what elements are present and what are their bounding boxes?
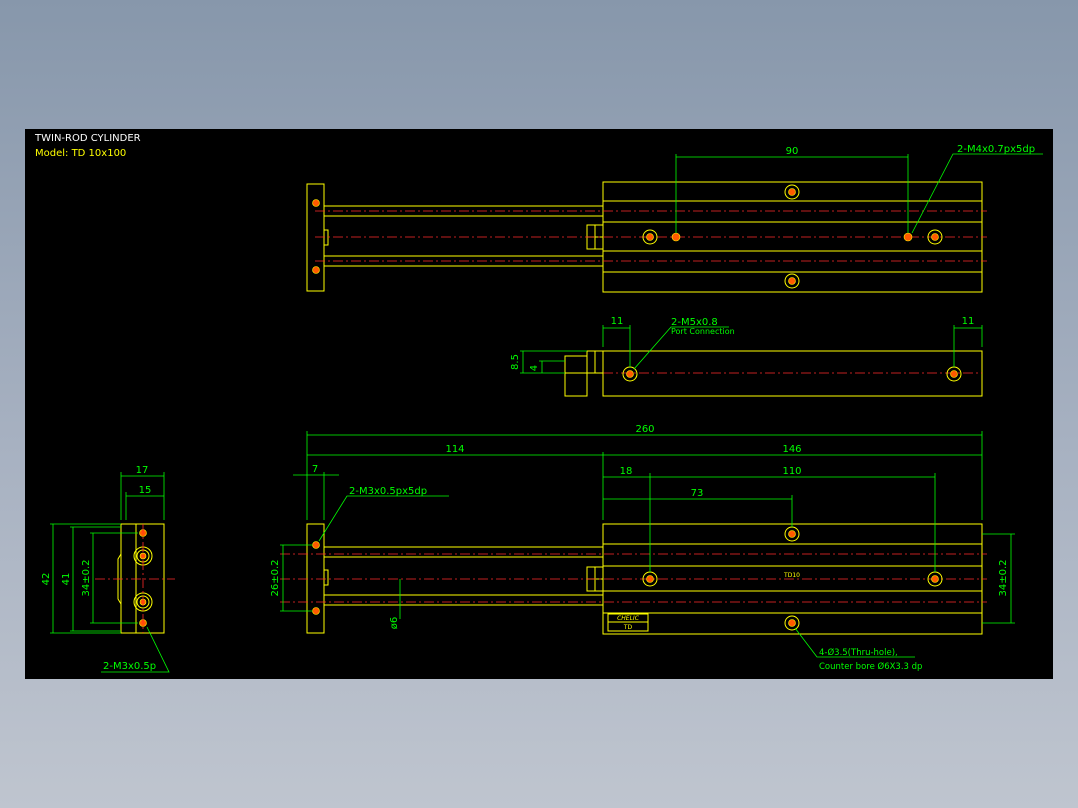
note-top-holes: 2-M4x0.7px5dp: [957, 144, 1035, 155]
side-end-plate: [564, 355, 588, 397]
side-cylinder-body: [602, 350, 983, 397]
dim-hole-pitch: 90: [786, 146, 799, 157]
note-port: 2-M5x0.8: [671, 317, 718, 328]
dim-center-hole: 73: [691, 488, 704, 499]
dim-first-hole: 18: [620, 466, 633, 477]
body-mark: TD10: [783, 572, 800, 579]
dim-side-height: 8.5: [510, 354, 521, 370]
end-view-body: [120, 523, 165, 634]
end-view: 17 15 42 41 34±0.2 2-M3x0.5p: [41, 465, 175, 673]
side-view: 11 11 2-M5x0.8 Port Connection 8.5 4: [510, 316, 983, 397]
dim-end-width-inner: 15: [139, 485, 152, 496]
dim-end-height-outer: 42: [41, 573, 52, 586]
model-label: Model: TD 10x100: [35, 148, 126, 159]
dim-end-height-inner: 41: [61, 573, 72, 586]
dim-side-left: 11: [611, 316, 624, 327]
note-mount-holes: 4-Ø3.5(Thru-hole),: [819, 647, 898, 658]
top-view: 90 2-M4x0.7px5dp: [306, 144, 1043, 293]
front-end-plate: [306, 523, 325, 634]
top-plate-boss: [323, 229, 329, 246]
note-port-sub: Port Connection: [671, 327, 735, 336]
dim-plate: 7: [312, 464, 318, 475]
dim-hole-span: 110: [782, 466, 801, 477]
dim-rod-pitch: 26±0.2: [270, 559, 281, 596]
note-end-holes: 2-M3x0.5p: [103, 661, 156, 672]
drawing-title: TWIN-ROD CYLINDER: [34, 133, 141, 144]
dim-overall: 260: [635, 424, 654, 435]
dim-side-inner: 4: [529, 365, 540, 371]
dim-side-right: 11: [962, 316, 975, 327]
dim-end-hole-pitch: 34±0.2: [81, 559, 92, 596]
nameplate-model: TD: [623, 624, 633, 631]
dim-rod-dia: ø6: [389, 617, 400, 629]
dim-rod-side: 114: [445, 444, 464, 455]
drawing-viewport[interactable]: TWIN-ROD CYLINDER Model: TD 10x100: [25, 129, 1053, 679]
nameplate-brand: CHELIC: [617, 615, 640, 622]
dim-body-pitch: 34±0.2: [998, 559, 1009, 596]
note-plate-holes: 2-M3x0.5px5dp: [349, 486, 427, 497]
dim-body: 146: [782, 444, 801, 455]
cad-drawing: TWIN-ROD CYLINDER Model: TD 10x100: [34, 133, 1043, 673]
dim-end-width-outer: 17: [136, 465, 149, 476]
front-view: TD10 CHELIC TD 260 114 146 7 18 110 73: [270, 424, 1015, 672]
note-counter-bore: Counter bore Ø6X3.3 dp: [819, 661, 922, 672]
